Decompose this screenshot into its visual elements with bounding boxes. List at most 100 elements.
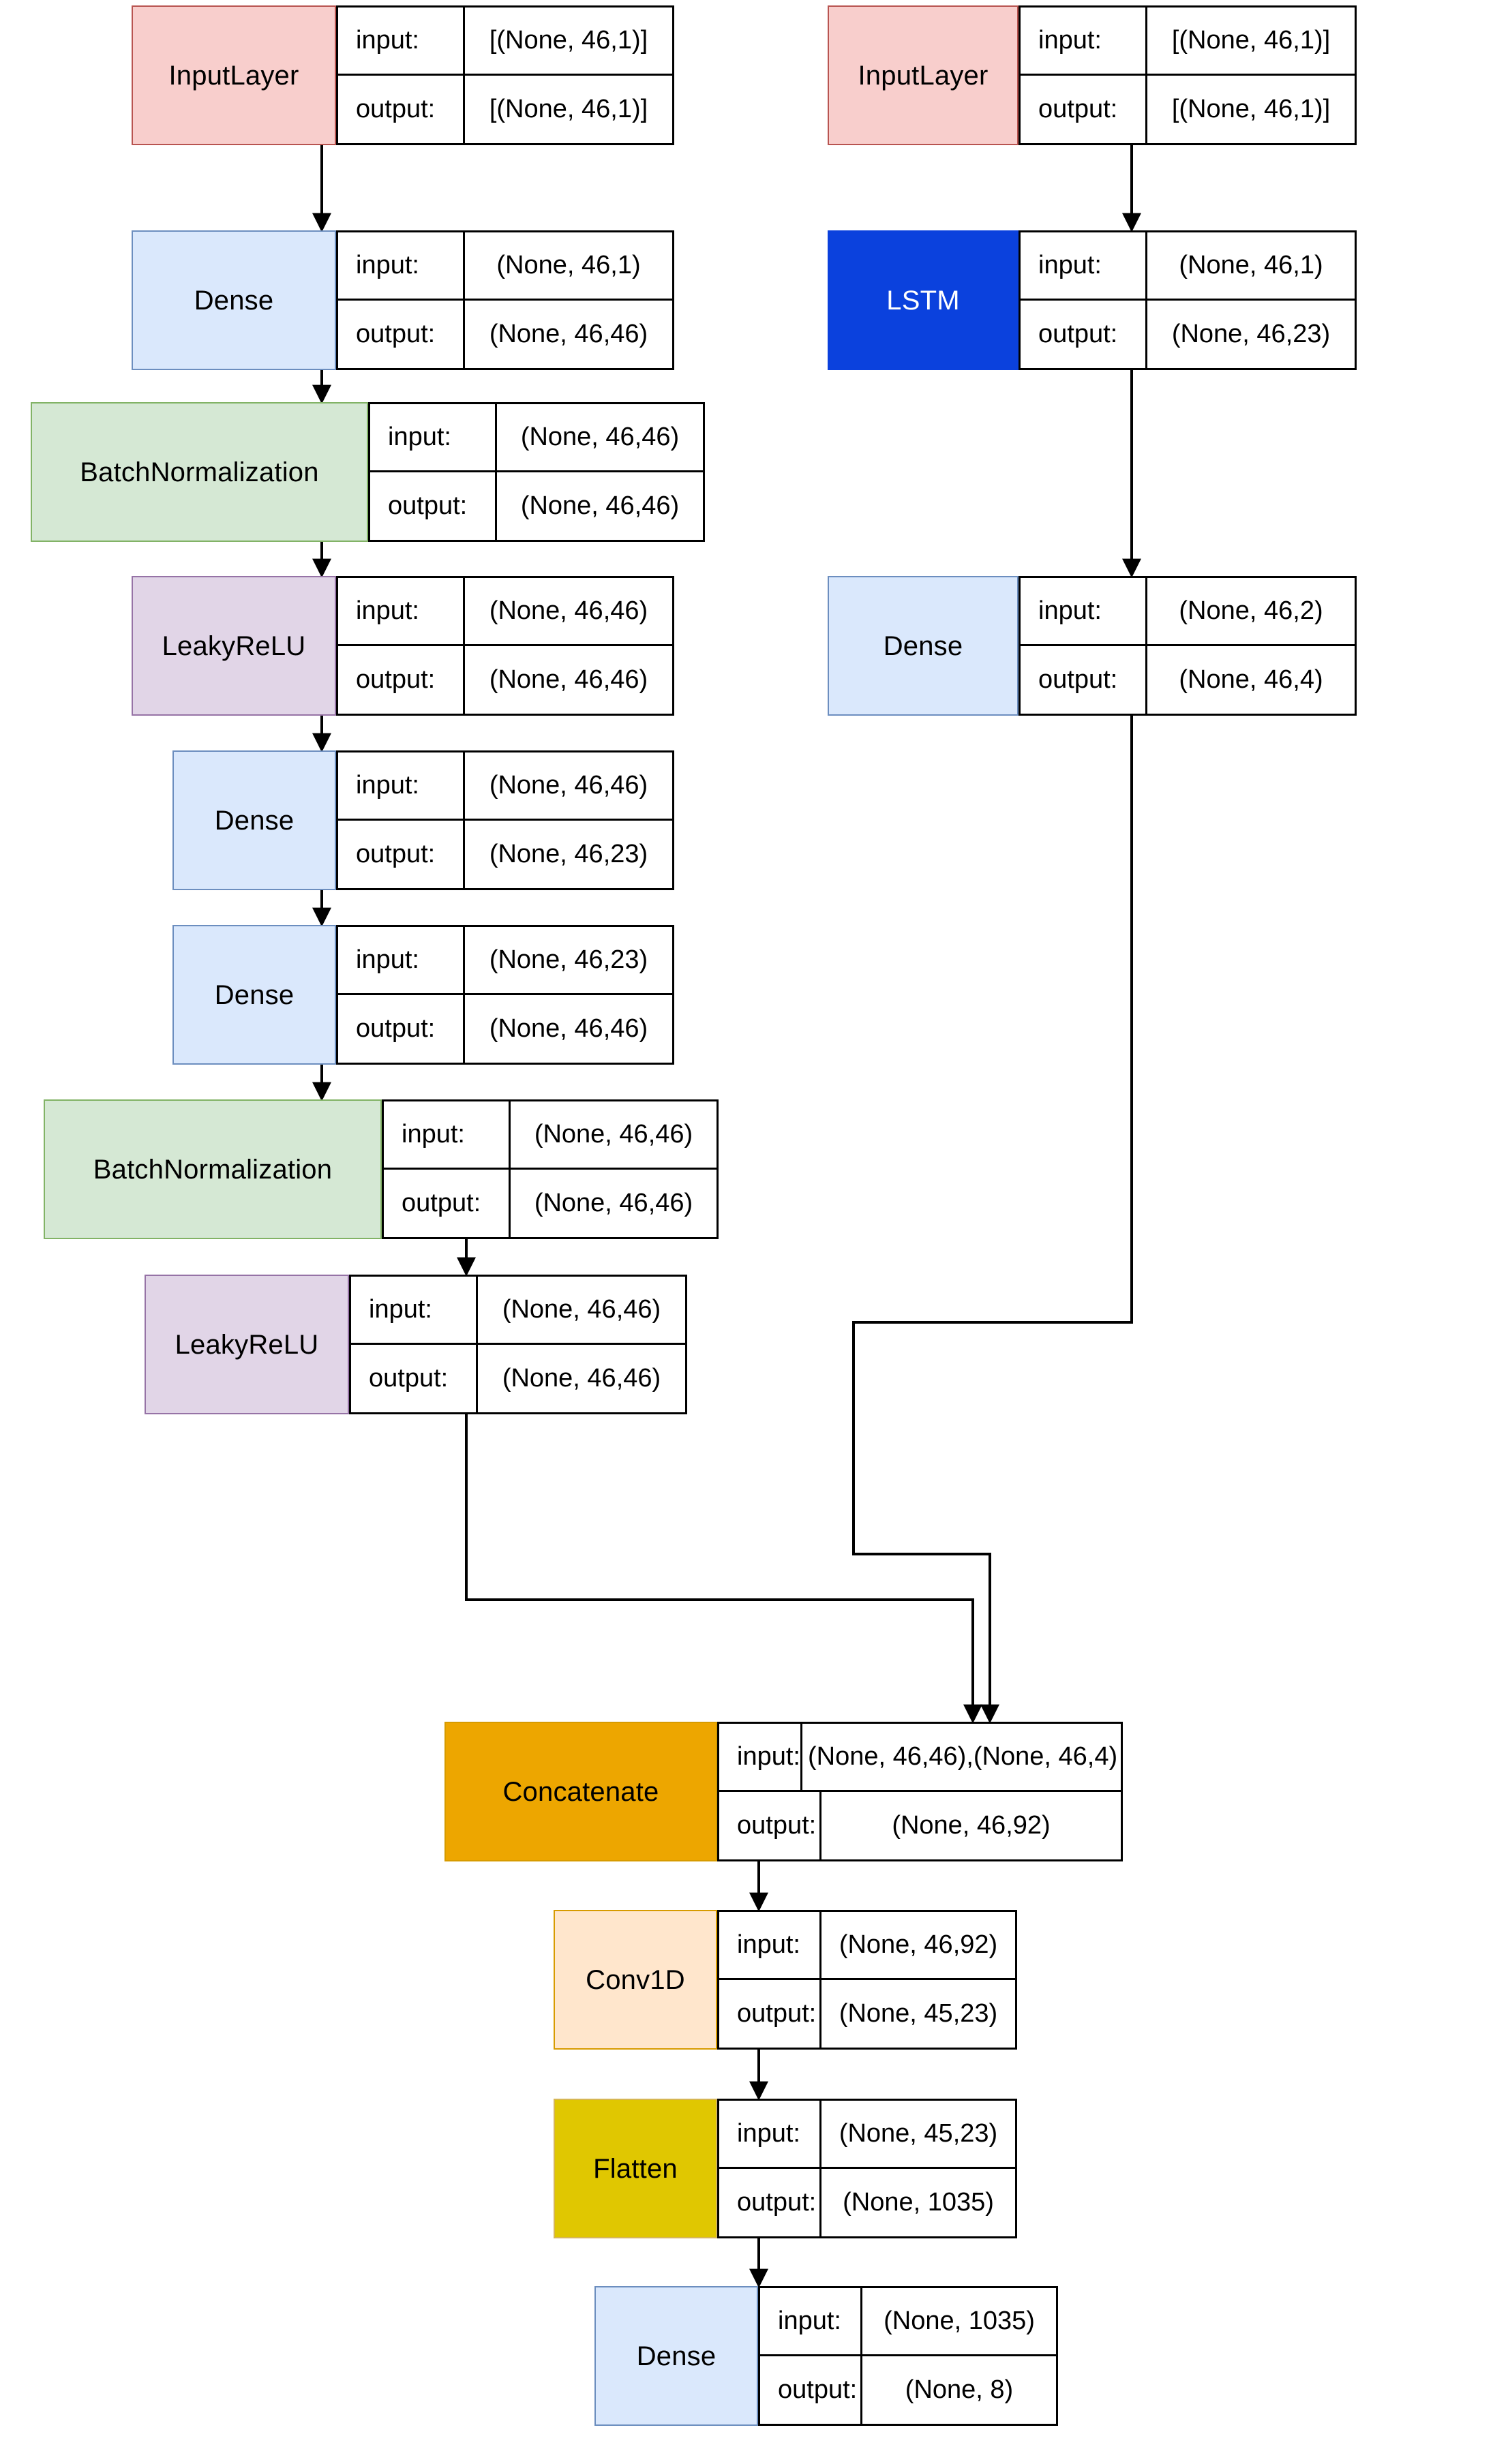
io-input-label: input: <box>719 1912 821 1978</box>
layer-type-label: Conv1D <box>586 1964 685 1995</box>
layer-name-cell: InputLayer <box>132 5 336 145</box>
layer-name-cell: Dense <box>172 750 336 890</box>
io-table: input: (None, 46,46),(None, 46,4) output… <box>717 1722 1123 1861</box>
io-table: input: (None, 46,2) output: (None, 46,4) <box>1019 576 1357 716</box>
io-table: input: (None, 46,23) output: (None, 46,4… <box>336 925 674 1065</box>
node-conv1d[interactable]: Conv1D <box>554 1910 717 2050</box>
node-input_left-io: input: [(None, 46,1)] output: [(None, 46… <box>336 5 674 145</box>
io-input-shape: (None, 46,46) <box>534 1119 693 1149</box>
io-input-label: input: <box>370 404 497 470</box>
node-leakyrelu_1-io: input: (None, 46,46) output: (None, 46,4… <box>336 576 674 716</box>
io-table: input: (None, 45,23) output: (None, 1035… <box>717 2099 1017 2238</box>
io-row-output: output: (None, 1035) <box>719 2168 1015 2236</box>
io-output-label: output: <box>719 2168 821 2236</box>
io-table: input: [(None, 46,1)] output: [(None, 46… <box>336 5 674 145</box>
io-table: input: (None, 46,46) output: (None, 46,4… <box>349 1275 687 1414</box>
io-row-input: input: (None, 46,46) <box>351 1277 685 1345</box>
io-output-shape: (None, 46,46) <box>489 1014 648 1043</box>
layer-name-cell: Dense <box>594 2286 758 2426</box>
io-input-shape: (None, 46,46) <box>489 770 648 800</box>
layer-type-label: Dense <box>194 285 274 316</box>
io-table: input: (None, 46,46) output: (None, 46,2… <box>336 750 674 890</box>
node-dense_right[interactable]: Dense <box>828 576 1019 716</box>
io-output-label: output: <box>384 1169 511 1237</box>
node-dense_left_3[interactable]: Dense <box>172 925 336 1065</box>
io-row-output: output: (None, 46,23) <box>1021 300 1355 368</box>
io-output-label: output: <box>719 1979 821 2048</box>
io-row-input: input: (None, 45,23) <box>719 2101 1015 2169</box>
io-input-label: input: <box>338 752 465 819</box>
node-leakyrelu_2[interactable]: LeakyReLU <box>145 1275 349 1414</box>
io-table: input: [(None, 46,1)] output: [(None, 46… <box>1019 5 1357 145</box>
node-lstm[interactable]: LSTM <box>828 230 1019 370</box>
io-output-shape: (None, 46,92) <box>892 1810 1051 1840</box>
layer-type-label: BatchNormalization <box>80 457 319 487</box>
io-input-label: input: <box>338 927 465 993</box>
node-dense_left_3-io: input: (None, 46,23) output: (None, 46,4… <box>336 925 674 1065</box>
node-input_right[interactable]: InputLayer <box>828 5 1019 145</box>
io-output-shape: (None, 46,46) <box>489 319 648 348</box>
layer-name-cell: LSTM <box>828 230 1019 370</box>
io-output-label: output: <box>338 645 465 714</box>
layer-type-label: Concatenate <box>502 1776 659 1807</box>
io-table: input: (None, 46,46) output: (None, 46,4… <box>336 576 674 716</box>
io-input-shape: (None, 46,2) <box>1179 596 1323 625</box>
io-row-output: output: (None, 46,46) <box>370 472 703 540</box>
io-row-output: output: (None, 46,46) <box>338 645 672 714</box>
io-input-shape: (None, 46,46) <box>502 1294 661 1324</box>
io-row-input: input: (None, 46,1) <box>338 232 672 301</box>
io-output-shape: (None, 46,4) <box>1179 665 1323 694</box>
node-input_left[interactable]: InputLayer <box>132 5 336 145</box>
node-dense_out-io: input: (None, 1035) output: (None, 8) <box>758 2286 1058 2426</box>
io-output-shape: (None, 8) <box>905 2375 1014 2404</box>
io-input-label: input: <box>1021 232 1147 299</box>
io-table: input: (None, 46,92) output: (None, 45,2… <box>717 1910 1017 2050</box>
node-leakyrelu_1[interactable]: LeakyReLU <box>132 576 336 716</box>
edge-leakyrelu_2-concatenate <box>465 1368 982 1724</box>
layer-name-cell: Concatenate <box>444 1722 717 1861</box>
node-batchnorm_2[interactable]: BatchNormalization <box>44 1099 382 1239</box>
io-output-shape: (None, 46,46) <box>489 665 648 694</box>
io-row-input: input: (None, 46,23) <box>338 927 672 995</box>
layer-type-label: Dense <box>214 979 295 1010</box>
io-input-label: input: <box>338 232 465 299</box>
io-input-label: input: <box>719 1724 802 1790</box>
io-row-output: output: (None, 46,46) <box>338 300 672 368</box>
io-output-label: output: <box>338 820 465 888</box>
io-row-input: input: (None, 46,92) <box>719 1912 1015 1980</box>
io-input-shape: (None, 46,1) <box>1179 250 1323 279</box>
node-flatten-io: input: (None, 45,23) output: (None, 1035… <box>717 2099 1017 2238</box>
node-batchnorm_1[interactable]: BatchNormalization <box>31 402 368 542</box>
io-input-shape: (None, 46,23) <box>489 945 648 974</box>
io-output-shape: (None, 1035) <box>843 2187 994 2217</box>
node-flatten[interactable]: Flatten <box>554 2099 717 2238</box>
node-dense_left_2[interactable]: Dense <box>172 750 336 890</box>
io-output-shape: (None, 46,23) <box>489 839 648 868</box>
layer-type-label: Dense <box>883 630 963 661</box>
io-output-label: output: <box>338 994 465 1063</box>
io-row-input: input: (None, 46,46) <box>338 752 672 821</box>
io-input-label: input: <box>1021 578 1147 644</box>
layer-name-cell: Flatten <box>554 2099 717 2238</box>
node-dense_left_1[interactable]: Dense <box>132 230 336 370</box>
io-row-output: output: [(None, 46,1)] <box>1021 75 1355 143</box>
io-output-label: output: <box>338 75 465 143</box>
io-output-shape: [(None, 46,1)] <box>489 94 648 123</box>
io-input-shape: (None, 1035) <box>884 2306 1035 2335</box>
io-row-output: output: (None, 46,23) <box>338 820 672 888</box>
io-table: input: (None, 46,1) output: (None, 46,46… <box>336 230 674 370</box>
io-row-output: output: (None, 46,4) <box>1021 645 1355 714</box>
io-input-label: input: <box>338 578 465 644</box>
layer-type-label: Flatten <box>593 2153 678 2184</box>
io-input-shape: (None, 46,1) <box>496 250 641 279</box>
node-dense_out[interactable]: Dense <box>594 2286 758 2426</box>
node-concatenate-io: input: (None, 46,46),(None, 46,4) output… <box>717 1722 1123 1861</box>
io-input-label: input: <box>1021 7 1147 74</box>
node-lstm-io: input: (None, 46,1) output: (None, 46,23… <box>1019 230 1357 370</box>
node-leakyrelu_2-io: input: (None, 46,46) output: (None, 46,4… <box>349 1275 687 1414</box>
node-concatenate[interactable]: Concatenate <box>444 1722 717 1861</box>
layer-type-label: Dense <box>636 2341 717 2371</box>
io-row-input: input: (None, 46,46) <box>338 578 672 646</box>
node-dense_right-io: input: (None, 46,2) output: (None, 46,4) <box>1019 576 1357 716</box>
